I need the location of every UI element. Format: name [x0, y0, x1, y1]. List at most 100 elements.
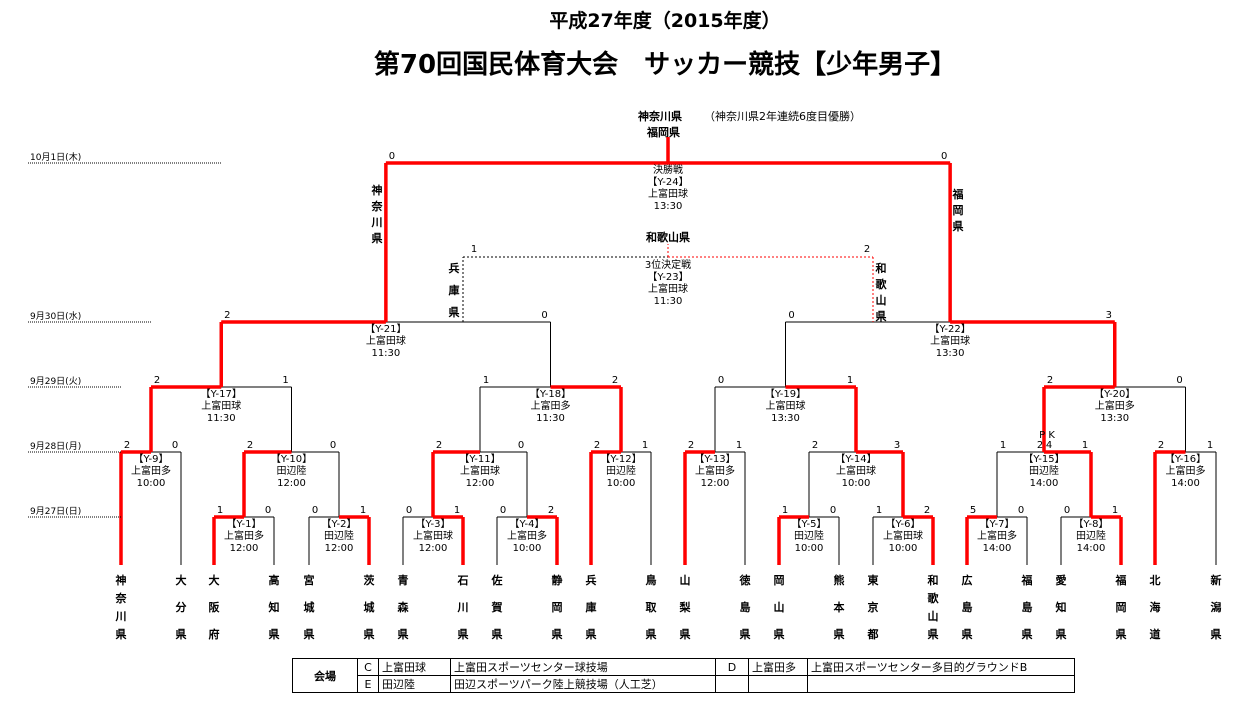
team-name: 和歌山県和歌山県 [923, 572, 943, 642]
score-left: 0 [312, 505, 318, 516]
team-char: 梨 [679, 601, 691, 614]
match-venue: 上富田多 [224, 529, 264, 542]
score-left: 2 [247, 440, 253, 451]
venue-code: E [357, 675, 379, 693]
third-place-venue: 上富田球 [648, 282, 688, 295]
label-char: 県 [952, 220, 964, 233]
match-venue: 上富田多 [977, 529, 1017, 542]
date-label: 9月27日(日) [30, 506, 81, 517]
score-right: 1 [1112, 505, 1118, 516]
score-left: 2 [594, 440, 600, 451]
score-right: 0 [830, 505, 836, 516]
team-char: 県 [397, 628, 409, 641]
team-char: 県 [1021, 628, 1033, 641]
team-char: 佐 [491, 574, 503, 587]
third-place-left-team: 兵庫県兵庫県 [446, 260, 462, 320]
champion-team-2: 福岡県 [647, 126, 680, 139]
label-char: 奈 [371, 200, 383, 213]
page-title: 第70回国民体育大会 サッカー競技【少年男子】 [373, 50, 957, 80]
team-char: 大 [175, 574, 187, 587]
match-venue: 上富田多 [1095, 399, 1135, 412]
team-char: 奈 [115, 592, 127, 605]
finalist-left: 神奈川県神奈川県 [369, 182, 385, 245]
title-year: 平成27年度（2015年度） [549, 10, 781, 32]
score-left: 2 [124, 440, 130, 451]
team-char: 岡 [551, 601, 563, 614]
team-char: 福 [1115, 574, 1127, 587]
team-name: 鳥取県鳥取県 [641, 572, 661, 642]
team-char: 兵 [585, 574, 597, 587]
label-char: 岡 [952, 204, 964, 217]
match-venue: 上富田球 [413, 529, 453, 542]
label-char: 福 [952, 188, 964, 201]
third-place-right-team: 和歌山県和歌山県 [873, 260, 889, 323]
match-id: 【Y-13】 [694, 453, 735, 465]
match-time: 12:00 [419, 543, 448, 554]
team-name: 静岡県静岡県 [547, 572, 567, 642]
team-char: 愛 [1055, 574, 1067, 587]
match-venue: 上富田多 [131, 464, 171, 477]
score-left: 2 [436, 440, 442, 451]
label-char: 歌 [875, 278, 887, 291]
score-right: 0 [172, 440, 178, 451]
match-time: 12:00 [466, 478, 495, 489]
team-name: 茨城県茨城県 [359, 572, 379, 642]
team-char: 県 [645, 628, 657, 641]
score-right: 2 [924, 505, 930, 516]
team-char: 県 [303, 628, 315, 641]
team-char: 歌 [927, 592, 939, 605]
match-time: 12:00 [325, 543, 354, 554]
match-venue: 田辺陸 [1076, 529, 1106, 542]
match-time: 10:00 [607, 478, 636, 489]
score-right: 2 [548, 505, 554, 516]
score-right: 0 [265, 505, 271, 516]
team-char: 城 [363, 601, 375, 614]
match-id: 【Y-21】 [365, 323, 406, 335]
third-place-winner: 和歌山県 [646, 230, 690, 244]
score-left: 0 [389, 151, 395, 162]
match-venue: 上富田多 [531, 399, 571, 412]
score-right: 0 [1176, 375, 1182, 386]
score-left: 2 [224, 310, 230, 321]
venue-full [807, 675, 1075, 693]
team-char: 宮 [303, 574, 315, 587]
date-label: 10月1日(木) [30, 151, 81, 163]
team-char: 広 [961, 574, 973, 587]
team-char: 県 [679, 628, 691, 641]
team-char: 島 [1021, 601, 1033, 614]
team-char: 岡 [773, 574, 785, 587]
score-right: 1 [642, 440, 648, 451]
match-id: 【Y-12】 [600, 453, 641, 465]
team-char: 分 [175, 601, 187, 614]
match-venue: 上富田多 [507, 529, 547, 542]
pk-score-left: 2 [1037, 440, 1043, 451]
team-char: 潟 [1210, 601, 1222, 614]
match-stage: 決勝戦 [653, 163, 683, 176]
team-name: 福岡県福岡県 [1111, 572, 1131, 642]
team-char: 北 [1149, 574, 1161, 587]
team-char: 県 [551, 628, 563, 641]
date-label: 9月29日(火) [30, 376, 81, 387]
match-venue: 上富田球 [366, 334, 406, 347]
label-char: 川 [371, 216, 383, 229]
team-char: 福 [1021, 574, 1033, 587]
match-id: 【Y-11】 [459, 453, 500, 465]
score-left: 2 [154, 375, 160, 386]
team-char: 県 [363, 628, 375, 641]
team-char: 県 [1055, 628, 1067, 641]
venue-full: 上富田スポーツセンター球技場 [450, 658, 716, 676]
team-name: 青森県青森県 [393, 572, 413, 642]
score-left: 1 [1000, 440, 1006, 451]
date-label: 9月30日(水) [30, 310, 81, 322]
score-left: 5 [970, 505, 976, 516]
match-time: 14:00 [983, 543, 1012, 554]
team-char: 知 [1055, 601, 1067, 614]
team-name: 神奈川県神奈川県 [111, 572, 131, 642]
score-right: 1 [1082, 440, 1088, 451]
match-time: 13:30 [936, 348, 965, 359]
team-char: 県 [1115, 628, 1127, 641]
match-id: 【Y-2】 [322, 518, 357, 530]
team-name: 東京都東京都 [863, 572, 883, 642]
third-place-time: 11:30 [654, 296, 683, 307]
team-char: 海 [1149, 601, 1161, 614]
